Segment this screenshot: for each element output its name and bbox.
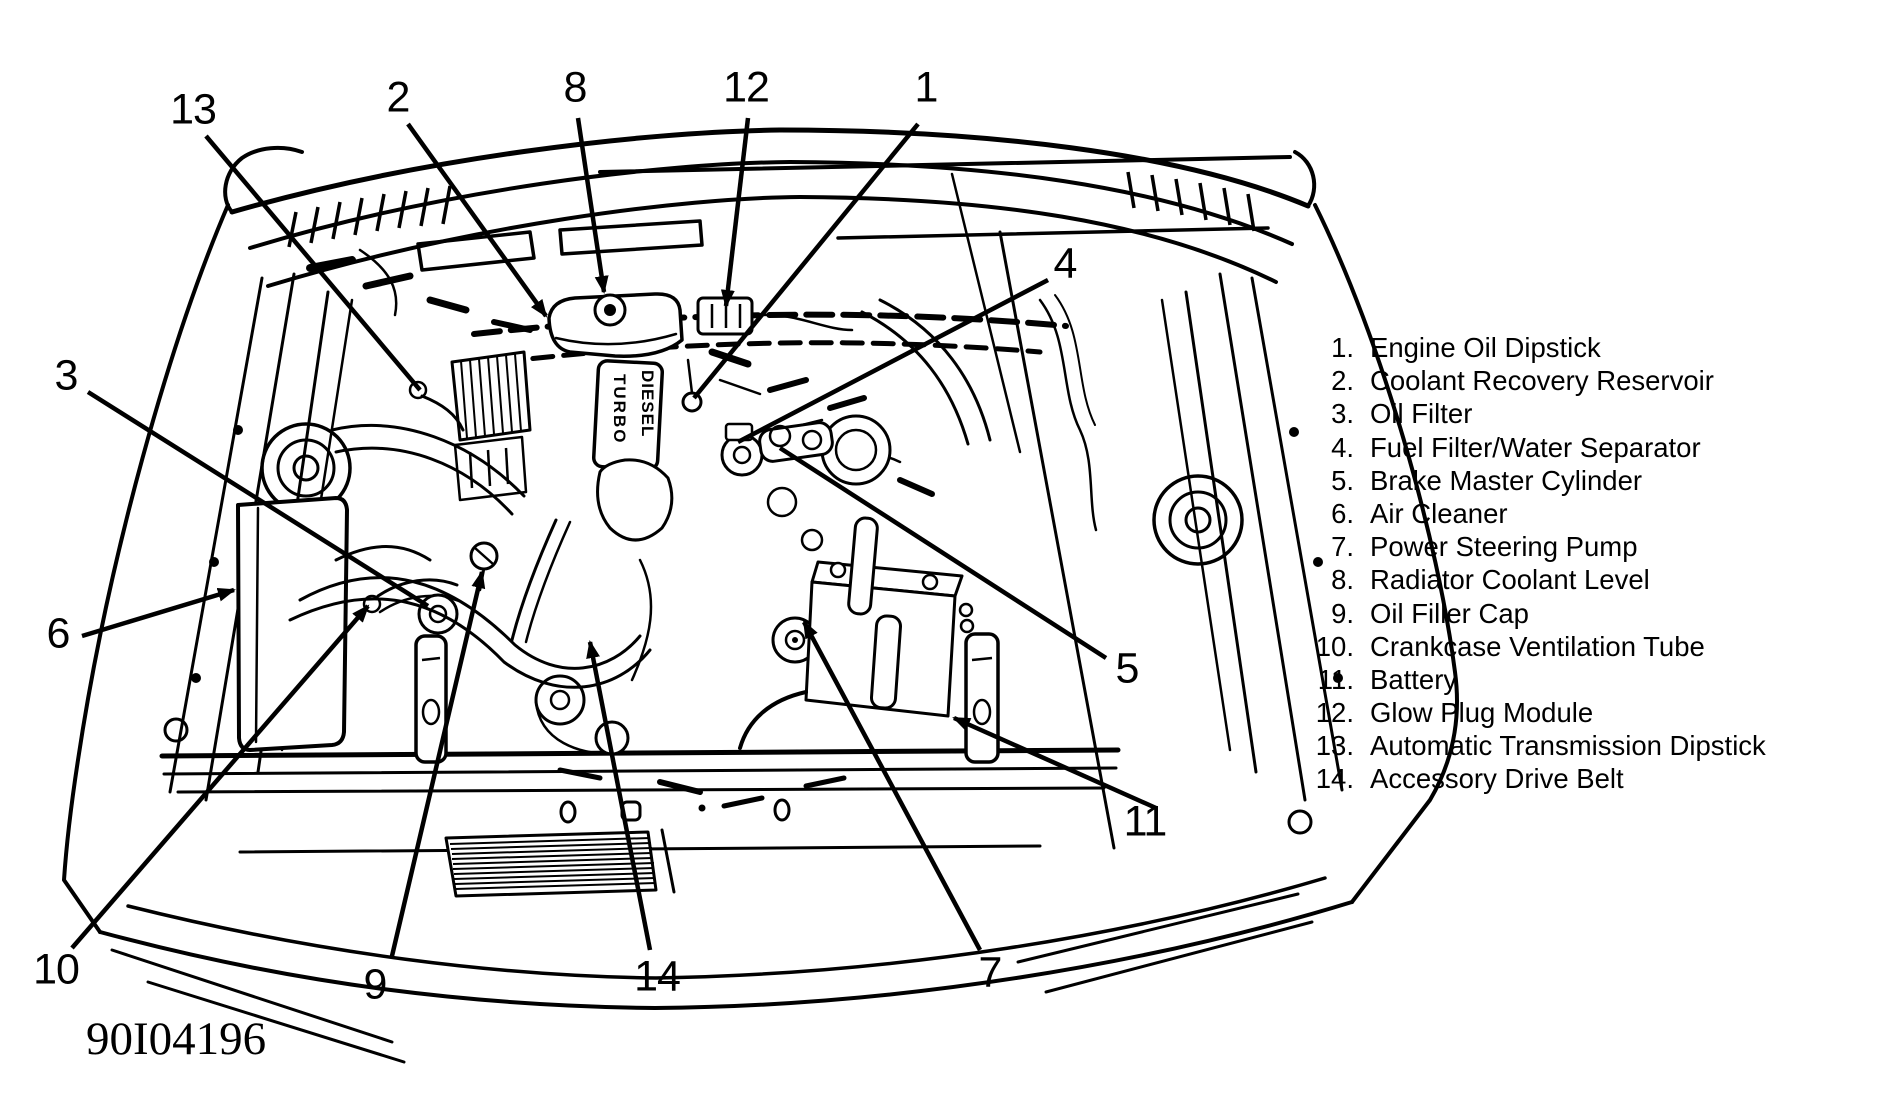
legend-item-10: 10. Crankcase Ventilation Tube: [1262, 630, 1766, 663]
legend-item-3: 3. Oil Filter: [1262, 397, 1766, 430]
leader-9: [389, 570, 486, 957]
legend-item-12: 12. Glow Plug Module: [1262, 696, 1766, 729]
leader-2: [406, 122, 548, 318]
callout-13: 13: [170, 85, 217, 134]
legend-item-2: 2. Coolant Recovery Reservoir: [1262, 364, 1766, 397]
legend-item-label: Fuel Filter/Water Separator: [1370, 431, 1701, 463]
legend-item-number: 9.: [1331, 597, 1354, 629]
legend-item-number: 10.: [1315, 630, 1354, 662]
callout-2: 2: [386, 73, 411, 122]
legend-item-label: Air Cleaner: [1370, 497, 1508, 529]
legend-item-label: Automatic Transmission Dipstick: [1370, 730, 1766, 762]
air-cleaner: [236, 496, 432, 752]
shock-towers: [260, 422, 1244, 566]
legend-item-number: 5.: [1331, 464, 1354, 496]
callout-12: 12: [723, 63, 770, 112]
component-legend: 1. Engine Oil Dipstick 2. Coolant Recovery…: [1262, 331, 1766, 796]
callout-3: 3: [54, 351, 79, 400]
texture-detail: [306, 256, 935, 809]
legend-item-number: 8.: [1331, 564, 1354, 596]
legend-item-label: Engine Oil Dipstick: [1370, 332, 1601, 363]
legend-item-label: Power Steering Pump: [1370, 531, 1638, 563]
radiator-support: [159, 632, 1121, 854]
legend-item-label: Oil Filter: [1370, 398, 1473, 430]
legend-item-label: Battery: [1370, 663, 1458, 695]
brake-master-cylinder: [758, 414, 892, 486]
legend-item-1: 1. Engine Oil Dipstick: [1262, 331, 1766, 364]
leader-10: [70, 604, 370, 950]
leader-5: [778, 446, 1108, 660]
legend-item-13: 13. Automatic Transmission Dipstick: [1262, 729, 1766, 762]
callout-6: 6: [46, 609, 71, 658]
leader-13: [204, 134, 422, 392]
legend-item-number: 14.: [1315, 763, 1354, 795]
legend-item-11: 11. Battery: [1262, 663, 1766, 696]
legend-item-8: 8. Radiator Coolant Level: [1262, 563, 1766, 596]
legend-item-label: Radiator Coolant Level: [1370, 564, 1650, 596]
legend-item-label: Crankcase Ventilation Tube: [1370, 630, 1705, 662]
legend-item-label: Brake Master Cylinder: [1370, 464, 1643, 496]
cowl-and-hood: [223, 127, 1317, 365]
leader-11: [952, 715, 1157, 811]
legend-item-4: 4. Fuel Filter/Water Separator: [1262, 431, 1766, 464]
callout-5: 5: [1115, 644, 1140, 693]
engine-label-diesel: DIESEL: [638, 370, 657, 437]
callout-7: 7: [978, 948, 1003, 997]
callout-1: 1: [914, 63, 939, 112]
right-fender: [937, 172, 1459, 904]
leader-8: [575, 117, 609, 294]
legend-item-number: 2.: [1331, 365, 1354, 397]
callout-11: 11: [1123, 797, 1168, 846]
front-bumper: [98, 876, 1354, 1064]
leader-1: [692, 122, 920, 400]
legend-item-5: 5. Brake Master Cylinder: [1262, 464, 1766, 497]
callout-10: 10: [33, 945, 80, 994]
callout-8: 8: [563, 63, 588, 112]
leader-lines: [70, 117, 1157, 957]
legend-item-number: 13.: [1315, 730, 1354, 762]
leader-7: [802, 620, 982, 952]
legend-item-label: Accessory Drive Belt: [1370, 763, 1624, 795]
legend-item-number: 6.: [1331, 497, 1354, 529]
legend-item-number: 11.: [1317, 663, 1354, 695]
leader-4: [736, 278, 1050, 444]
callout-9: 9: [363, 960, 388, 1009]
callout-4: 4: [1053, 239, 1078, 288]
legend-item-9: 9. Oil Filler Cap: [1262, 597, 1766, 630]
leader-14: [586, 640, 653, 951]
legend-item-number: 12.: [1315, 697, 1354, 729]
legend-item-number: 4.: [1331, 431, 1354, 463]
battery: [738, 516, 964, 750]
engine-label-turbo: TURBO: [610, 374, 629, 444]
legend-item-number: 1.: [1331, 332, 1354, 363]
legend-item-number: 3.: [1331, 398, 1354, 430]
legend-item-7: 7. Power Steering Pump: [1262, 530, 1766, 563]
legend-item-label: Coolant Recovery Reservoir: [1370, 365, 1714, 397]
engine-block: TURBO DIESEL: [362, 292, 902, 756]
callout-14: 14: [634, 952, 681, 1001]
leader-12: [720, 117, 751, 308]
legend-item-label: Oil Filler Cap: [1370, 597, 1529, 629]
hoses: [288, 248, 1098, 689]
legend-item-label: Glow Plug Module: [1370, 697, 1594, 729]
legend-item-number: 7.: [1331, 531, 1354, 563]
legend-item-14: 14. Accessory Drive Belt: [1262, 762, 1766, 795]
leader-3: [86, 390, 430, 608]
figure-code: 90I04196: [86, 1013, 267, 1065]
legend-item-6: 6. Air Cleaner: [1262, 497, 1766, 530]
intercooler: [444, 828, 676, 898]
leader-6: [81, 587, 236, 639]
